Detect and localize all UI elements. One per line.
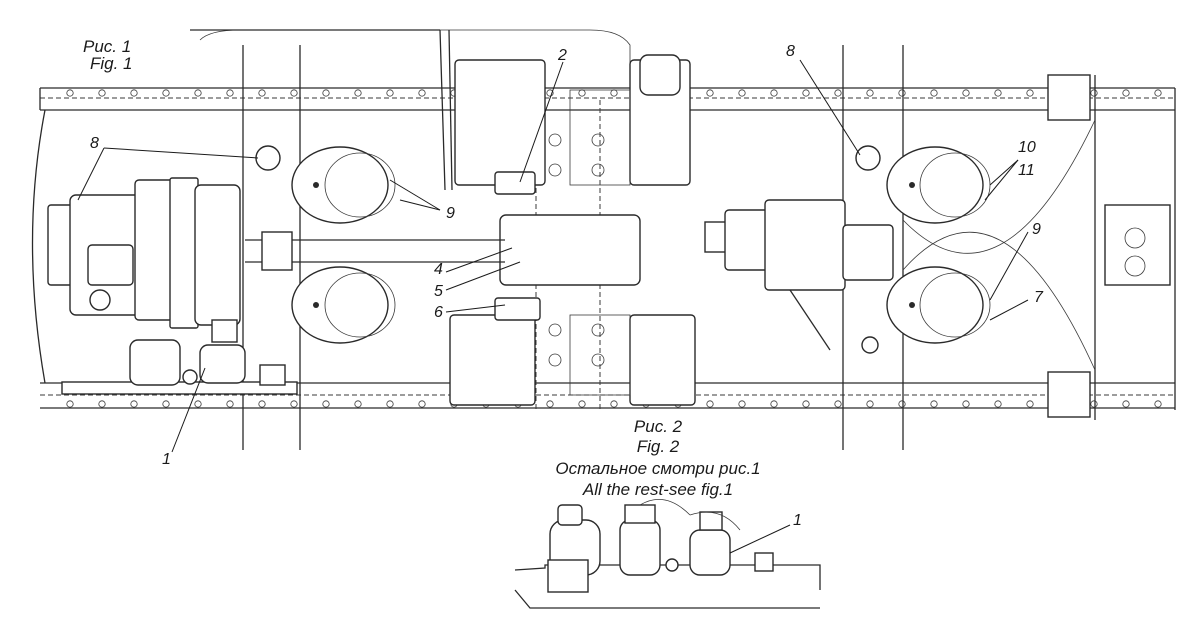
rail-bolt <box>898 89 906 97</box>
rail-bolt <box>1026 400 1034 408</box>
rail-bolt <box>226 400 234 408</box>
callout-2: 2 <box>558 47 567 64</box>
rail-bolt <box>1154 400 1162 408</box>
rail-bolt <box>1122 400 1130 408</box>
center-blocks <box>449 54 696 406</box>
rail-bolt <box>290 89 298 97</box>
callout-1-fig1: 1 <box>162 451 171 468</box>
rail-bolt <box>930 400 938 408</box>
rail-bolt <box>130 400 138 408</box>
rail-bolt <box>290 400 298 408</box>
rail-bolt <box>834 89 842 97</box>
fig1-caption-en: Fig. 1 <box>90 54 133 73</box>
rail-bolt <box>578 89 586 97</box>
fig1-caption-ru: Рис. 1 <box>83 37 132 56</box>
rail-bolt <box>738 89 746 97</box>
callout-10: 10 <box>1018 139 1036 156</box>
rail-bolt <box>1154 89 1162 97</box>
callout-8-left: 8 <box>90 135 99 152</box>
rear-bracket <box>902 74 1171 418</box>
rail-bolt <box>418 400 426 408</box>
valve-manifold <box>61 319 298 395</box>
rail-bolt <box>610 89 618 97</box>
rail-bolt <box>66 400 74 408</box>
callout-leaders <box>77 59 1029 554</box>
rail-bolt <box>1090 89 1098 97</box>
callout-11: 11 <box>1018 162 1035 179</box>
rail-bolt <box>546 400 554 408</box>
rail-bolt <box>162 89 170 97</box>
rail-bolt <box>258 400 266 408</box>
rail-bolt <box>770 400 778 408</box>
drive-shaft <box>245 231 505 271</box>
rail-bolt <box>706 400 714 408</box>
rail-bolt <box>226 89 234 97</box>
callout-8-right: 8 <box>786 43 795 60</box>
brake-chambers <box>255 145 991 344</box>
rail-bolt <box>258 89 266 97</box>
callout-4: 4 <box>434 261 443 278</box>
rail-bolt <box>770 89 778 97</box>
callout-1-fig2: 1 <box>793 512 802 529</box>
fig2-caption-ru: Рис. 2 <box>633 417 683 436</box>
rail-bolt <box>610 400 618 408</box>
callout-9-left: 9 <box>446 205 455 222</box>
rail-bolt <box>994 89 1002 97</box>
rail-bolt <box>738 400 746 408</box>
callout-5: 5 <box>434 283 443 300</box>
rail-bolt <box>194 400 202 408</box>
rail-bolt <box>802 400 810 408</box>
rear-axle <box>704 199 894 354</box>
rail-bolt <box>866 89 874 97</box>
rail-bolt <box>546 89 554 97</box>
fig2-note-ru: Остальное смотри рис.1 <box>555 459 761 478</box>
rail-bolt <box>322 400 330 408</box>
rail-bolt <box>1122 89 1130 97</box>
callout-7: 7 <box>1034 289 1043 306</box>
rail-bolt <box>866 400 874 408</box>
rail-bolt <box>962 400 970 408</box>
fig2-caption-en: Fig. 2 <box>636 437 680 456</box>
rail-bolt <box>898 400 906 408</box>
rail-bolt <box>194 89 202 97</box>
rail-bolt <box>66 89 74 97</box>
rail-bolt <box>994 400 1002 408</box>
rail-bolt <box>322 89 330 97</box>
rail-bolt <box>98 400 106 408</box>
rail-bolt <box>1090 400 1098 408</box>
rail-bolt <box>386 400 394 408</box>
rail-bolt <box>354 400 362 408</box>
rail-bolt <box>834 400 842 408</box>
rail-bolt <box>930 89 938 97</box>
transmission <box>47 177 241 329</box>
callout-9-right: 9 <box>1032 221 1041 238</box>
callout-6: 6 <box>434 304 443 321</box>
rail-bolt <box>386 89 394 97</box>
rail-bolt <box>1026 89 1034 97</box>
rail-bolt <box>162 400 170 408</box>
rail-bolt <box>802 89 810 97</box>
rail-bolt <box>962 89 970 97</box>
rail-bolt <box>418 89 426 97</box>
center-valves <box>494 171 541 321</box>
rail-bolt <box>130 89 138 97</box>
rail-bolt <box>98 89 106 97</box>
fig2-note-en: All the rest-see fig.1 <box>582 480 734 499</box>
rail-bolt <box>706 89 714 97</box>
rail-bolt <box>578 400 586 408</box>
rail-bolt <box>354 89 362 97</box>
fig2-detail <box>514 498 821 609</box>
